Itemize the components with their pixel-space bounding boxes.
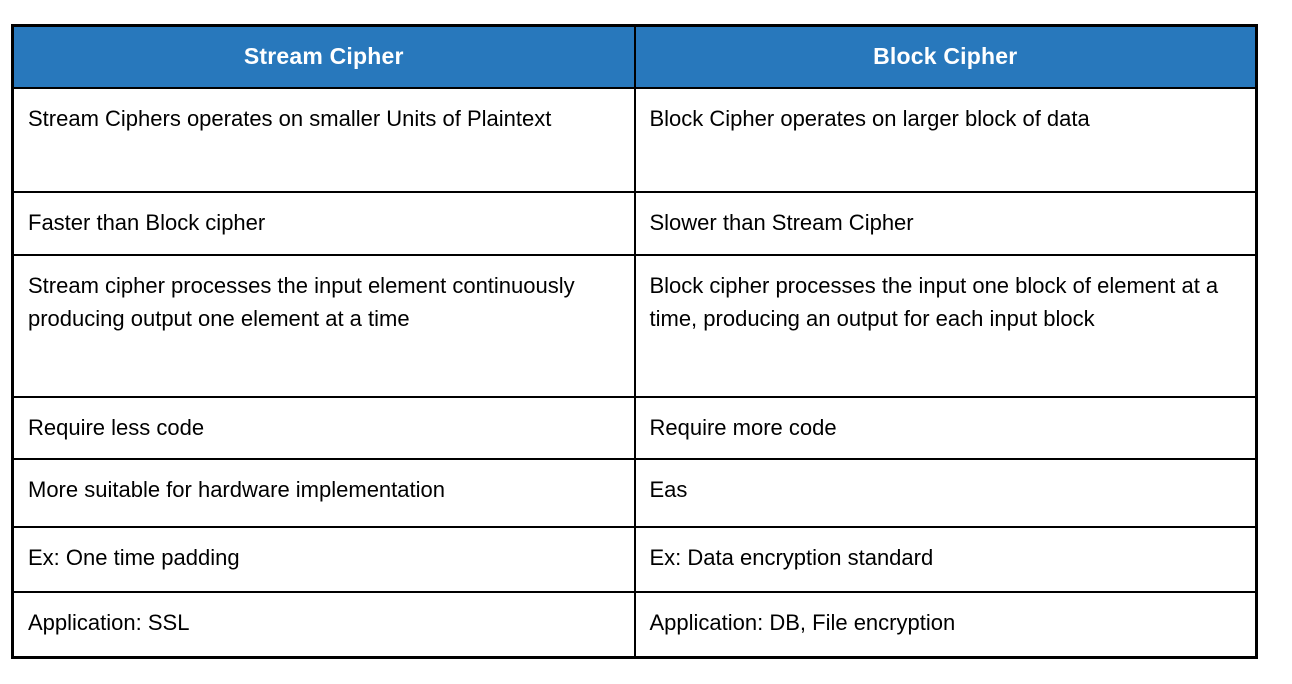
table-row: Ex: One time padding Ex: Data encryption… [11,525,1258,593]
table-cell-stream: Require less code [11,395,636,460]
table-row: Application: SSL Application: DB, File e… [11,590,1258,659]
table-row: More suitable for hardware implementatio… [11,457,1258,528]
table-row: Stream Ciphers operates on smaller Units… [11,86,1258,193]
table-cell-stream: Stream cipher processes the input elemen… [11,253,636,398]
table-cell-block: Eas [633,457,1258,528]
column-header-stream-cipher: Stream Cipher [11,24,636,89]
table-row: Require less code Require more code [11,395,1258,460]
column-header-block-cipher: Block Cipher [633,24,1258,89]
table-cell-stream: Stream Ciphers operates on smaller Units… [11,86,636,193]
table-cell-stream: Faster than Block cipher [11,190,636,256]
table-row: Faster than Block cipher Slower than Str… [11,190,1258,256]
table-cell-block: Block cipher processes the input one blo… [633,253,1258,398]
table-cell-stream: More suitable for hardware implementatio… [11,457,636,528]
table-cell-block: Slower than Stream Cipher [633,190,1258,256]
table-row: Stream cipher processes the input elemen… [11,253,1258,398]
comparison-table: Stream Cipher Block Cipher Stream Cipher… [11,24,1258,659]
table-cell-block: Block Cipher operates on larger block of… [633,86,1258,193]
table-cell-block: Ex: Data encryption standard [633,525,1258,593]
table-cell-block: Require more code [633,395,1258,460]
table-header-row: Stream Cipher Block Cipher [11,24,1258,89]
table-cell-stream: Application: SSL [11,590,636,659]
table-cell-block: Application: DB, File encryption [633,590,1258,659]
table-cell-stream: Ex: One time padding [11,525,636,593]
